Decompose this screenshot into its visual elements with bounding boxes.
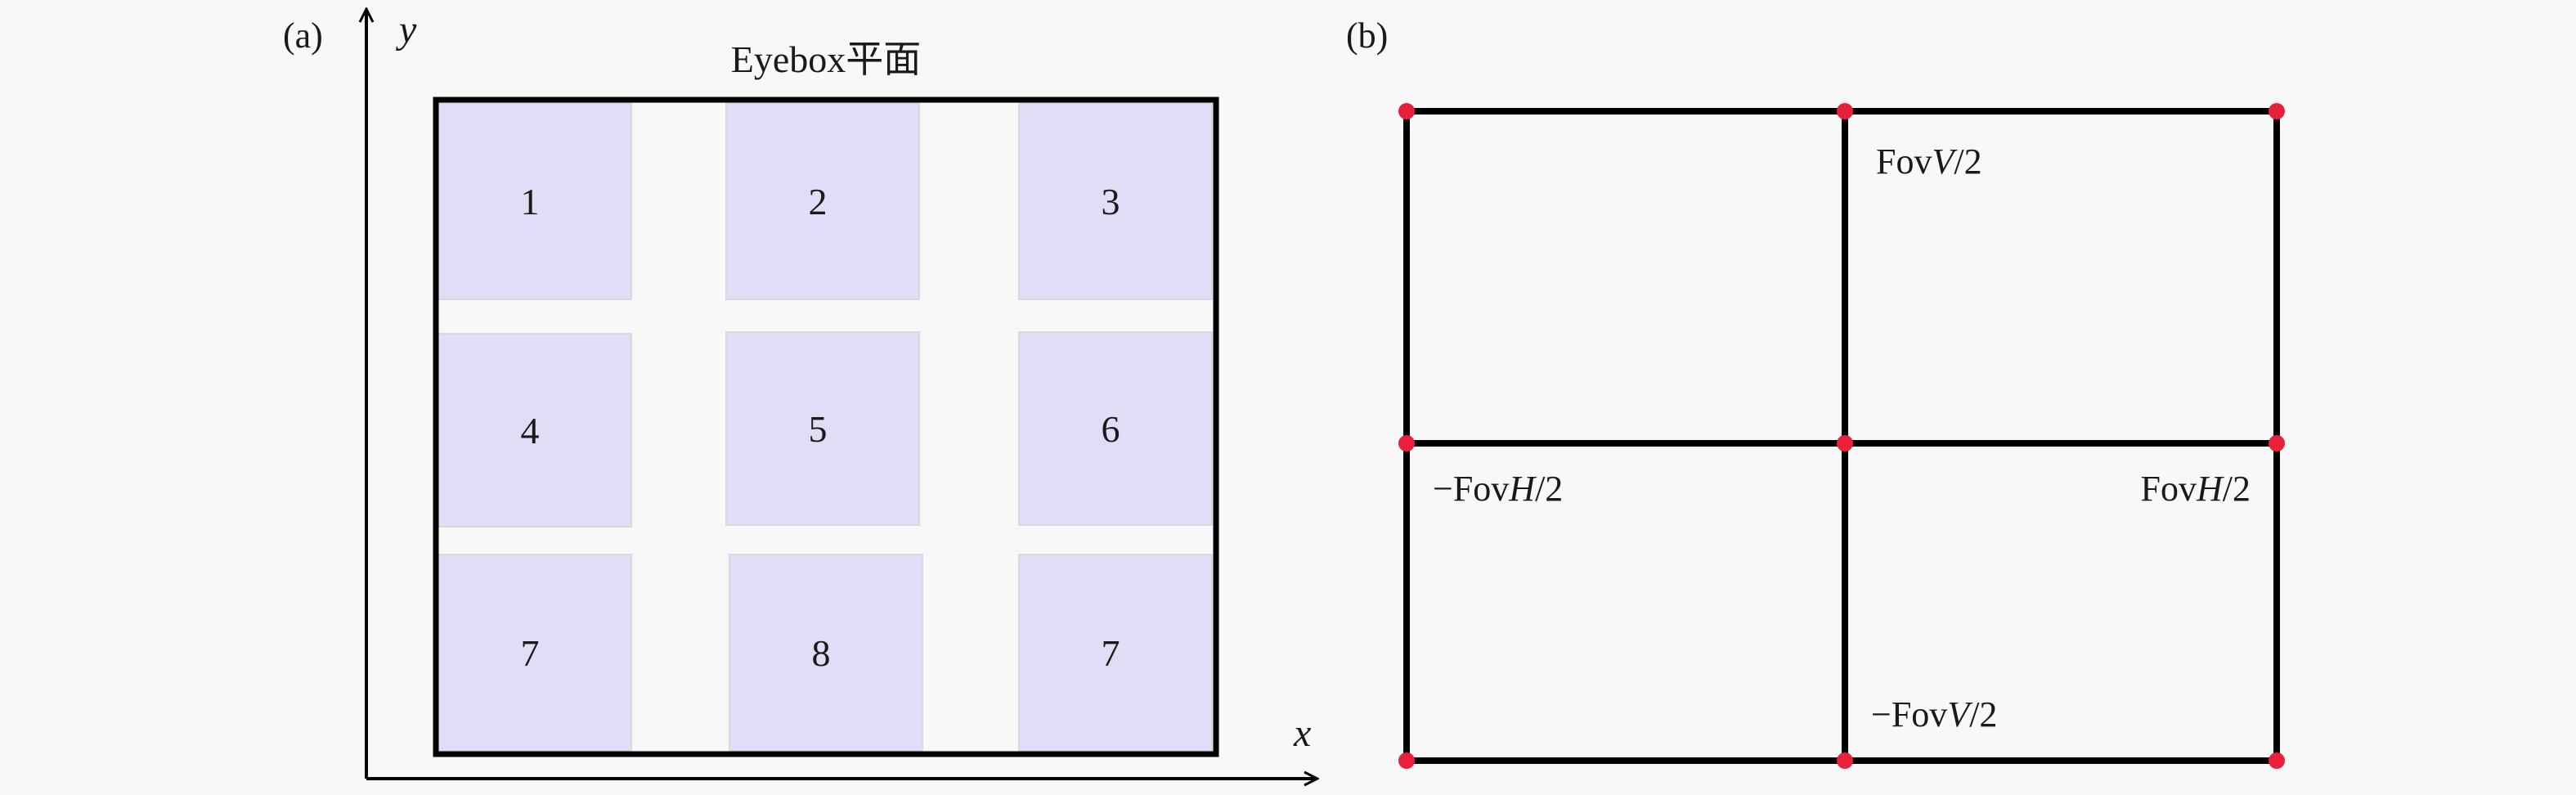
- eyebox-cell-label-6: 6: [1102, 408, 1120, 450]
- eyebox-cell-label-7: 7: [521, 632, 540, 674]
- eyebox-cell-label-4: 4: [521, 410, 540, 451]
- panel-a: (a) y x Eyebox平面 1 2 3 4 5 6 7 8 7: [283, 8, 1317, 779]
- eyebox-frame: [433, 97, 1219, 757]
- eyebox-cell-6: [1018, 331, 1213, 526]
- panel-b-label: (b): [1346, 16, 1388, 56]
- eyebox-cell-label-2: 2: [809, 181, 828, 222]
- eyebox-cell-label-3: 3: [1102, 181, 1120, 222]
- eyebox-cell-7: [438, 554, 632, 752]
- neg-fov-h-half-label: −FovH/2: [1433, 469, 1563, 509]
- sample-point-4: [1398, 435, 1415, 451]
- eyebox-cell-label-5: 5: [809, 408, 828, 450]
- eyebox-cell-label-1: 1: [521, 181, 540, 222]
- eyebox-cell-label-9: 7: [1102, 632, 1120, 674]
- sample-point-2: [1837, 103, 1853, 119]
- sample-point-7: [1398, 752, 1415, 769]
- sample-point-9: [2269, 752, 2285, 769]
- eyebox-cell-9: [1018, 554, 1213, 752]
- panel-b: (b) FovV/2 −FovH/2 FovH/2 −FovV/2: [1346, 16, 2285, 769]
- eyebox-cell-label-8: 8: [812, 632, 831, 674]
- sample-point-6: [2269, 435, 2285, 451]
- sample-point-3: [2269, 103, 2285, 119]
- x-axis-label: x: [1293, 712, 1311, 755]
- panel-a-label: (a): [283, 16, 323, 56]
- sample-point-8: [1837, 752, 1853, 769]
- neg-fov-v-half-label: −FovV/2: [1871, 694, 1997, 734]
- eyebox-cell-5: [725, 331, 920, 526]
- eyebox-cell-2: [725, 102, 920, 300]
- eyebox-cell-3: [1018, 102, 1213, 300]
- fov-sample-points: [1398, 103, 2285, 769]
- eyebox-cell-4: [438, 333, 632, 528]
- fov-h-half-label: FovH/2: [2141, 469, 2251, 509]
- y-axis-label: y: [395, 8, 417, 52]
- eyebox-plane-title: Eyebox平面: [731, 38, 922, 80]
- eyebox-cells: 1 2 3 4 5 6 7 8 7: [438, 102, 1213, 752]
- eyebox-cell-8: [729, 554, 923, 752]
- sample-point-5: [1837, 435, 1853, 451]
- fov-v-half-label: FovV/2: [1876, 141, 1982, 182]
- sample-point-1: [1398, 103, 1415, 119]
